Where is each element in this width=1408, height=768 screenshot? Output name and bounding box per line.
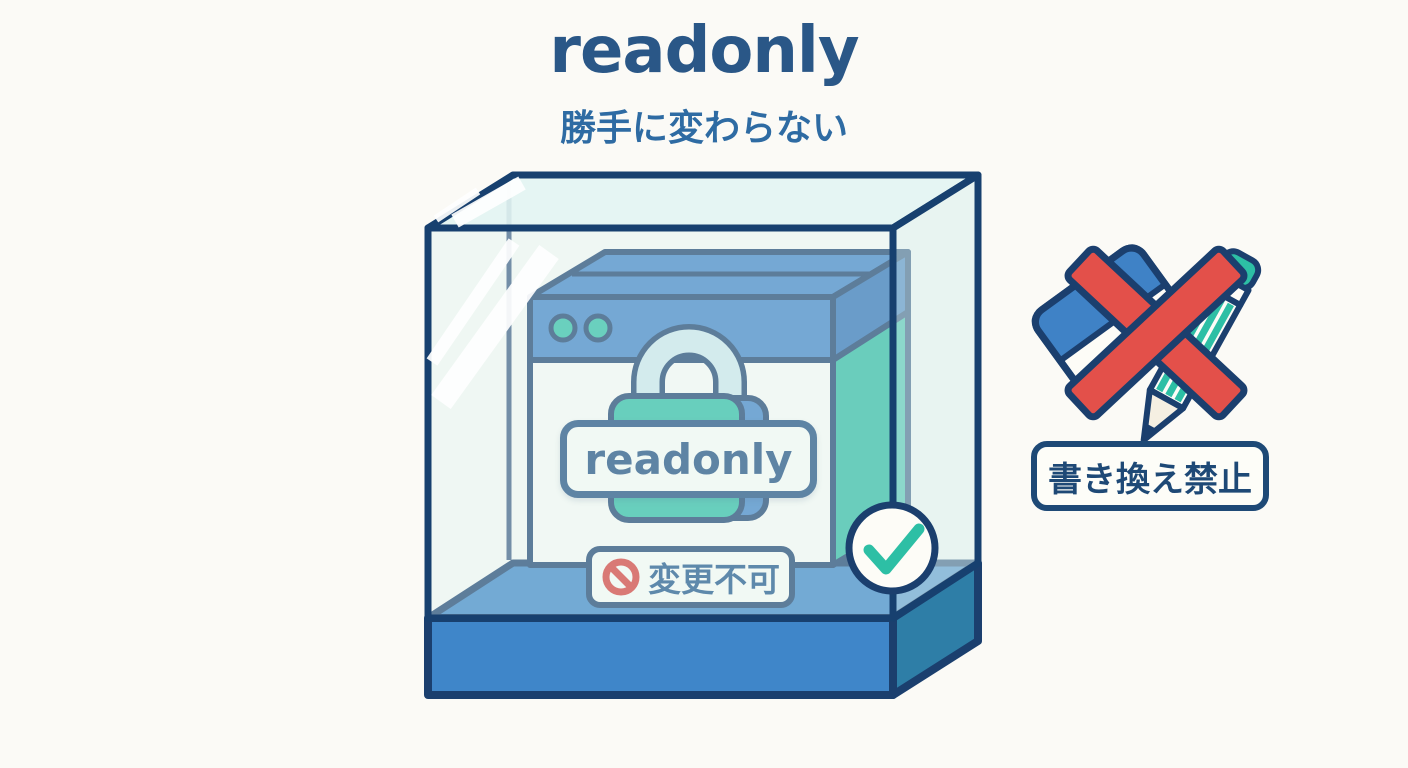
red-x-icon [1064, 245, 1248, 421]
lock-shackle [636, 329, 742, 416]
window-button-icon [548, 313, 578, 343]
window-button-icon [583, 313, 613, 343]
browser-right-face [830, 309, 911, 568]
pencil-cap [1215, 248, 1262, 292]
glass-right-pane [889, 171, 982, 622]
browser-right-face-top [830, 249, 911, 363]
lock-shackle-outline [631, 324, 747, 421]
pencil-icon [1140, 248, 1262, 444]
no-change-badge: 変更不可 [586, 546, 795, 608]
browser-title-bar [527, 294, 836, 363]
readonly-sign-label: readonly [584, 434, 793, 484]
no-rewrite-note: 書き換え禁止 [1031, 441, 1269, 511]
page-subtitle: 勝手に変わらない [559, 108, 848, 149]
check-icon [845, 501, 939, 595]
no-change-badge-label: 変更不可 [648, 560, 780, 599]
browser-top-face [527, 249, 911, 300]
base-right-face [889, 559, 982, 699]
browser-window [527, 249, 911, 568]
pencil-band [1204, 268, 1252, 309]
no-rewrite-note-label: 書き換え禁止 [1048, 459, 1252, 500]
base-front-face [424, 614, 897, 699]
glass-reflection [426, 176, 559, 410]
page-title: readonly [549, 14, 859, 88]
readonly-sign: readonly [560, 420, 817, 498]
glass-top-pane [424, 171, 982, 232]
eraser-icon [1031, 244, 1184, 388]
prohibition-icon [602, 558, 640, 596]
pencil-shaft [1146, 283, 1244, 412]
